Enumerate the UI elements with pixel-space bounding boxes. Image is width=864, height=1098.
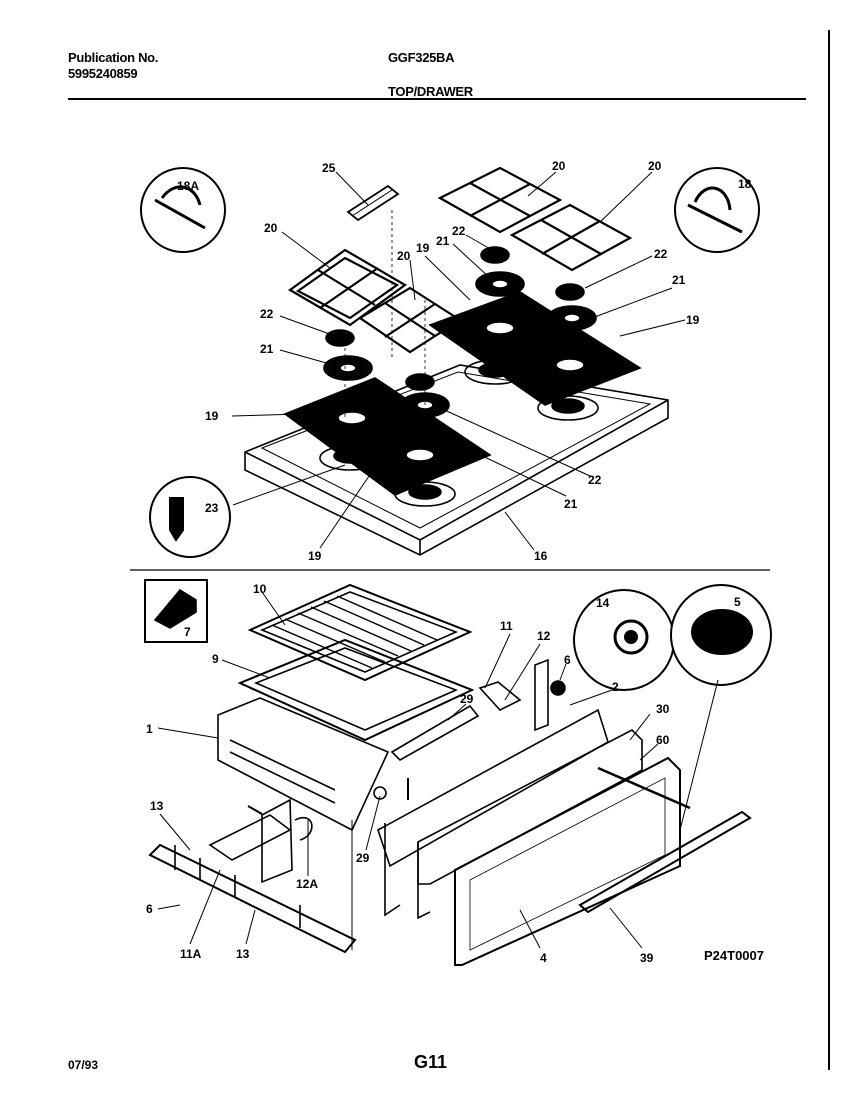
page-code: G11 <box>414 1052 448 1072</box>
callout: 21 <box>564 497 578 511</box>
callout: 23 <box>205 501 219 515</box>
callout: 14 <box>596 596 610 610</box>
callout: 21 <box>672 273 686 287</box>
callout: 30 <box>656 702 670 716</box>
cooktop-assembly <box>244 166 669 556</box>
callout: 39 <box>640 951 654 965</box>
right-edge-line <box>828 30 830 1070</box>
inset-circles-top <box>140 167 760 558</box>
callout: 4 <box>540 951 547 965</box>
model-number: GGF325BA <box>388 50 455 65</box>
callout: 21 <box>260 342 274 356</box>
callout: 22 <box>260 307 274 321</box>
callout: 2 <box>612 680 619 694</box>
callout: 12A <box>296 877 318 891</box>
callout: 25 <box>322 161 336 175</box>
callout: 20 <box>397 249 411 263</box>
callout: 13 <box>236 947 250 961</box>
callout: 18A <box>177 179 199 193</box>
section-title: TOP/DRAWER <box>388 84 473 99</box>
callout: 22 <box>654 247 668 261</box>
callout: 20 <box>552 159 566 173</box>
callout: 7 <box>184 625 191 639</box>
header-rule <box>68 98 806 100</box>
callout: 20 <box>264 221 278 235</box>
inset-circles-bottom <box>573 584 772 691</box>
drawer-assembly <box>144 579 752 966</box>
leader-lines <box>157 171 719 949</box>
callout: 9 <box>212 652 219 666</box>
callout: 13 <box>150 799 164 813</box>
callout: 6 <box>146 902 153 916</box>
callout: 22 <box>588 473 602 487</box>
callout: 21 <box>436 234 450 248</box>
callout: 19 <box>308 549 322 563</box>
callout: 19 <box>205 409 219 423</box>
callout: 11 <box>500 619 513 633</box>
diagram-code: P24T0007 <box>704 948 764 963</box>
callout: 12 <box>537 629 551 643</box>
callout: 5 <box>734 595 741 609</box>
callout: 29 <box>356 851 370 865</box>
callout: 22 <box>452 224 466 238</box>
footer-date: 07/93 <box>68 1058 99 1072</box>
callout: 10 <box>253 582 267 596</box>
publication-number: 5995240859 <box>68 66 138 81</box>
callout: 16 <box>534 549 548 563</box>
callout-labels: 25 20 20 18A 18 20 22 21 19 20 22 21 19 … <box>146 159 752 965</box>
callout: 19 <box>416 241 430 255</box>
callout: 60 <box>656 733 670 747</box>
callout: 20 <box>648 159 662 173</box>
callout: 29 <box>460 692 474 706</box>
publication-label: Publication No. <box>68 50 159 65</box>
callout: 6 <box>564 653 571 667</box>
callout: 19 <box>686 313 700 327</box>
callout: 18 <box>738 177 752 191</box>
callout: 1 <box>146 722 153 736</box>
callout: 11A <box>180 947 202 961</box>
